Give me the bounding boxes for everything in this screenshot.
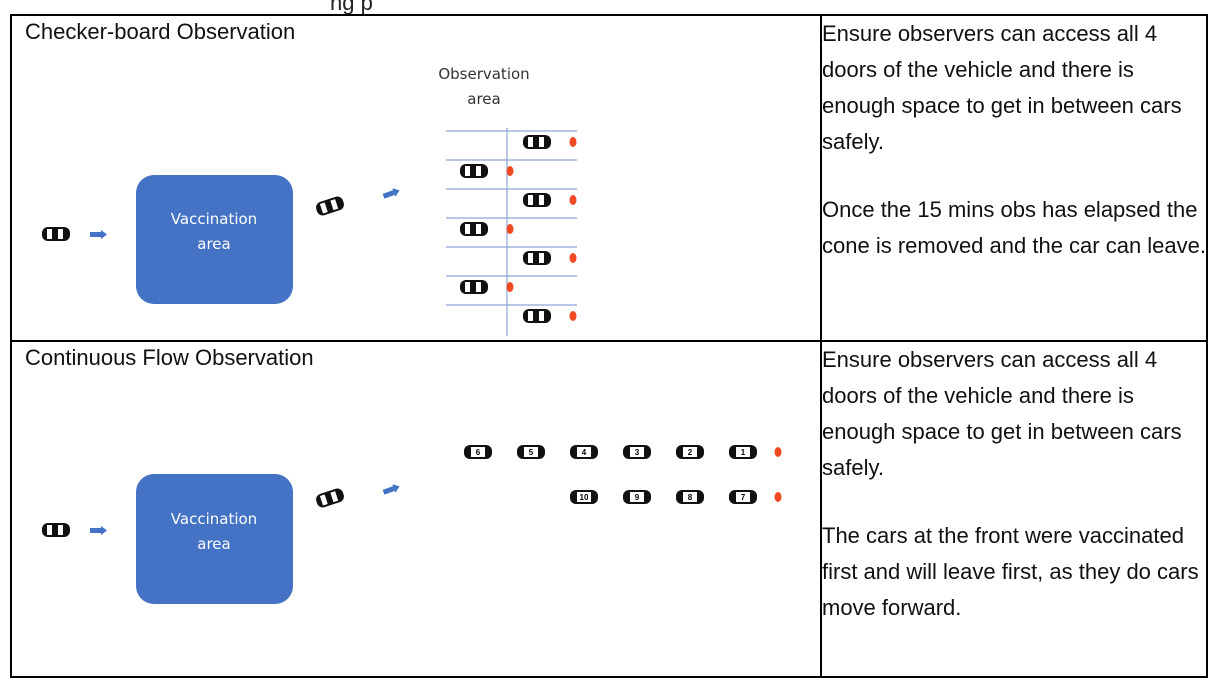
queue-car-number: 3 (635, 448, 640, 457)
car-top-view-icon: 7 (729, 490, 757, 504)
observation-grid (446, 128, 577, 336)
observation-area-label: area (467, 90, 500, 108)
car-top-view-icon (42, 523, 70, 537)
car-top-view-icon (523, 135, 551, 149)
continuous-flow-title: Continuous Flow Observation (25, 345, 314, 370)
vaccination-area-label: area (197, 235, 230, 253)
car-top-view-icon: 4 (570, 445, 598, 459)
partial-page-title: ng p (330, 0, 373, 15)
queue-car-number: 5 (529, 448, 534, 457)
continuous-flow-diagram: Vaccination area 6 5 4 3 2 1 10 9 8 7 (42, 445, 782, 604)
checkerboard-note-cone: Once the 15 mins obs has elapsed the con… (822, 197, 1207, 258)
vaccination-area-box (136, 474, 293, 604)
checkerboard-note-access: Ensure observers can access all 4 doors … (822, 21, 1182, 154)
vaccination-area-box (136, 175, 293, 304)
continuous-flow-diagram-cell: Continuous Flow Observation Vaccination … (10, 340, 822, 678)
continuous-flow-note-access: Ensure observers can access all 4 doors … (822, 347, 1182, 480)
car-top-view-icon: 9 (623, 490, 651, 504)
car-top-view-icon (523, 309, 551, 323)
car-top-view-icon (523, 193, 551, 207)
car-top-view-icon (316, 196, 344, 216)
queue-car-number: 7 (741, 493, 746, 502)
queue-car-number: 1 (741, 448, 746, 457)
car-top-view-icon (460, 280, 488, 294)
checkerboard-diagram: Observation area Vaccination area (42, 65, 577, 336)
queue-car-number: 2 (688, 448, 693, 457)
queue-car-number: 8 (688, 493, 693, 502)
vaccination-area-label: Vaccination (171, 210, 257, 228)
car-top-view-icon (523, 251, 551, 265)
traffic-cone-icon (506, 282, 514, 292)
traffic-cone-icon (569, 311, 577, 321)
car-top-view-icon (42, 227, 70, 241)
traffic-cone-icon (774, 447, 782, 457)
traffic-cone-icon (506, 224, 514, 234)
observation-layouts-table: Checker-board Observation Observation ar… (10, 14, 1208, 678)
car-top-view-icon (460, 222, 488, 236)
observation-area-label: Observation (438, 65, 529, 83)
car-top-view-icon: 5 (517, 445, 545, 459)
traffic-cone-icon (569, 253, 577, 263)
car-top-view-icon (316, 488, 344, 508)
car-top-view-icon: 6 (464, 445, 492, 459)
car-top-view-icon: 1 (729, 445, 757, 459)
right-arrow-icon (90, 230, 107, 239)
queue-car-number: 6 (476, 448, 481, 457)
checkerboard-title: Checker-board Observation (25, 19, 296, 44)
right-arrow-icon (90, 526, 107, 535)
queue-car-number: 4 (582, 448, 587, 457)
car-top-view-icon: 2 (676, 445, 704, 459)
queue-car-number: 9 (635, 493, 640, 502)
traffic-cone-icon (569, 195, 577, 205)
traffic-cone-icon (506, 166, 514, 176)
car-top-view-icon (460, 164, 488, 178)
car-top-view-icon: 3 (623, 445, 651, 459)
car-top-view-icon: 8 (676, 490, 704, 504)
queue-car-number: 10 (580, 493, 589, 502)
checkerboard-diagram-cell: Checker-board Observation Observation ar… (10, 14, 822, 342)
right-arrow-icon (382, 188, 400, 199)
right-arrow-icon (382, 484, 400, 495)
checkerboard-notes-cell: Ensure observers can access all 4 doors … (820, 14, 1208, 342)
traffic-cone-icon (774, 492, 782, 502)
continuous-flow-notes-cell: Ensure observers can access all 4 doors … (820, 340, 1208, 678)
table-row: Continuous Flow Observation Vaccination … (10, 340, 1208, 678)
traffic-cone-icon (569, 137, 577, 147)
car-top-view-icon: 10 (570, 490, 598, 504)
vaccination-area-label: Vaccination (171, 510, 257, 528)
table-row: Checker-board Observation Observation ar… (10, 14, 1208, 342)
vaccination-area-label: area (197, 535, 230, 553)
continuous-flow-note-order: The cars at the front were vaccinated fi… (822, 523, 1199, 620)
